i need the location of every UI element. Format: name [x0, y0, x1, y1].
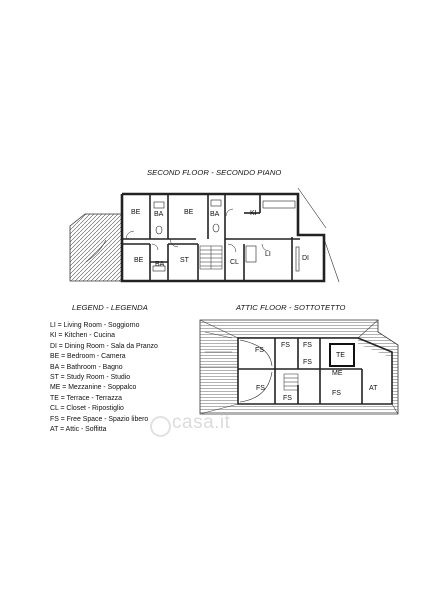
room-label-ki: KI [250, 210, 257, 217]
fixture [210, 199, 222, 207]
door-swing [125, 230, 135, 240]
legend-item: ST = Study Room - Studio [50, 374, 131, 382]
room-label-be: BE [184, 209, 194, 216]
door-swing [225, 208, 234, 217]
door-swing [151, 243, 159, 251]
ridge-line [204, 331, 233, 353]
fixture [153, 201, 165, 209]
legend-list: LI = Living Room - Soggiorno KI = Kitche… [50, 321, 158, 435]
legend-item: LI = Living Room - Soggiorno [50, 322, 140, 329]
ridge-line [357, 319, 379, 339]
terrace-hatched-area [69, 213, 123, 282]
legend-item: DI = Dining Room - Sala da Pranzo [50, 342, 158, 350]
stair [199, 245, 223, 270]
attic-floor-title: ATTIC FLOOR - SOTTOTETTO [236, 303, 346, 312]
legend-title: LEGEND - LEGENDA [72, 303, 148, 312]
curved-boundary [239, 371, 273, 403]
legend-item: KI = Kitchen - Cucina [50, 332, 115, 340]
legend-item: BA = Bathroom - Bagno [50, 363, 123, 371]
room-label-fs: FS [256, 385, 265, 392]
room-label-fs: FS [281, 342, 290, 349]
kitchen-counter [262, 200, 296, 209]
attic-floor-plan: FS FS FS TE FS FS ME FS FS AT [199, 319, 399, 415]
room-label-ba: BA [154, 211, 164, 218]
boundary-line [297, 187, 327, 229]
legend-item: ME = Mezzanine - Soppalco [50, 384, 137, 392]
ridge-line [199, 403, 239, 415]
ridge-line [199, 319, 239, 339]
room-label-fs: FS [255, 347, 264, 354]
legend-item: AT = Attic - Soffitta [50, 426, 107, 434]
fixture [245, 245, 257, 263]
room-label-fs: FS [332, 390, 341, 397]
room-label-ba: BA [155, 261, 165, 268]
door-swing [169, 238, 179, 248]
room-label-li: LI [265, 251, 271, 258]
room-label-fs: FS [303, 359, 312, 366]
room-label-fs: FS [283, 395, 292, 402]
watermark: casa.it [172, 412, 231, 433]
room-label-be: BE [134, 257, 144, 264]
second-floor-plan: BE BA BE BA KI BE BA ST CL LI DI [69, 187, 340, 283]
room-label-fs: FS [303, 342, 312, 349]
room-label-ba: BA [210, 211, 220, 218]
stair-arc [85, 239, 107, 263]
fixture [212, 223, 220, 233]
room-label-me: ME [332, 370, 343, 377]
outer-wall [120, 192, 326, 283]
room-label-te: TE [336, 352, 345, 359]
watermark-logo-icon [150, 416, 171, 437]
room-label-st: ST [180, 257, 190, 264]
terrace-box [329, 343, 355, 367]
boundary-line [322, 235, 340, 283]
door-swing [261, 243, 270, 252]
door-swing [227, 243, 237, 253]
legend-item: FS = Free Space - Spazio libero [50, 415, 149, 423]
room-label-cl: CL [230, 259, 239, 266]
room-label-di: DI [302, 255, 309, 262]
legend-item: TE = Terrace - Terrazza [50, 394, 122, 402]
fixture [295, 246, 300, 272]
stair [283, 373, 299, 391]
legend-item: BE = Bedroom - Camera [50, 353, 126, 361]
fixture [152, 265, 166, 272]
fixture [155, 225, 163, 235]
curved-boundary [239, 339, 273, 367]
legend-item: CL = Closet - Ripostiglio [50, 405, 124, 413]
room-label-be: BE [131, 209, 141, 216]
wall [237, 337, 393, 405]
ridge-line [391, 403, 399, 415]
room-label-at: AT [369, 385, 378, 392]
second-floor-title: SECOND FLOOR - SECONDO PIANO [147, 168, 282, 177]
